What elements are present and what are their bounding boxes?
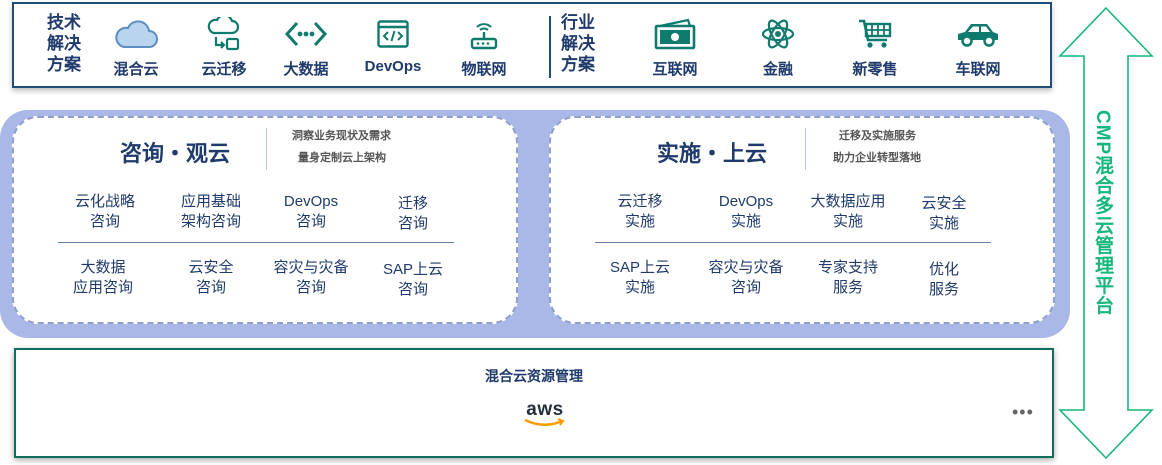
tech-item-label: 大数据 [283, 61, 329, 78]
industry-item-label: 互联网 [652, 61, 698, 78]
industry-item-iov[interactable]: 车联网 [938, 14, 1018, 79]
consult-cell[interactable]: 迁移 咨询 [397, 195, 428, 232]
row-divider [58, 242, 454, 243]
implement-cell[interactable]: DevOps 实施 [718, 193, 774, 230]
implement-cell[interactable]: 专家支持 服务 [817, 259, 878, 296]
row-divider [595, 242, 991, 243]
resource-management-bar: 混合云资源管理 aws ••• [14, 348, 1054, 458]
router-icon [470, 23, 498, 50]
section-divider [549, 16, 551, 78]
consult-cell[interactable]: 容灾与灾备 咨询 [273, 259, 349, 296]
shopping-cart-icon [859, 19, 892, 48]
consult-cell[interactable]: 大数据 应用咨询 [72, 259, 133, 296]
title-divider [805, 128, 806, 170]
implement-cell[interactable]: 大数据应用 实施 [810, 193, 886, 230]
car-icon [958, 24, 998, 47]
consult-cell[interactable]: DevOps 咨询 [283, 193, 339, 230]
resource-management-title: 混合云资源管理 [485, 368, 583, 384]
tech-item-iot[interactable]: 物联网 [444, 14, 524, 79]
banknote-icon [654, 18, 696, 50]
big-data-icon [284, 21, 328, 47]
aws-smile-icon [524, 418, 565, 426]
tech-item-cloud-migration[interactable]: 云迁移 [184, 14, 264, 79]
industry-item-finance[interactable]: 金融 [738, 14, 818, 79]
tech-solutions-label: 技术 解决 方案 [47, 13, 81, 74]
aws-logo[interactable]: aws [520, 400, 570, 430]
consult-cell[interactable]: SAP上云 咨询 [382, 261, 443, 298]
consult-cell[interactable]: 应用基础 架构咨询 [180, 193, 241, 230]
implement-cell[interactable]: 优化 服务 [928, 261, 959, 298]
cmp-platform-label: CMP混合多云管理平台 [1092, 110, 1113, 316]
cloud-migration-icon [207, 17, 240, 51]
industry-item-label: 车联网 [955, 61, 1001, 78]
tech-item-devops[interactable]: DevOps [353, 14, 433, 75]
consult-cell[interactable]: 云化战略 咨询 [74, 193, 135, 230]
tech-item-label: 物联网 [461, 61, 507, 78]
industry-item-new-retail[interactable]: 新零售 [835, 14, 915, 79]
implement-panel: 实施・上云 迁移及实施服务 助力企业转型落地 云迁移 实施 DevOps 实施 … [549, 116, 1055, 324]
consult-panel: 咨询・观云 洞察业务现状及需求 量身定制云上架构 云化战略 咨询 应用基础 架构… [12, 116, 518, 324]
atom-icon [761, 19, 795, 49]
tech-item-big-data[interactable]: 大数据 [266, 14, 346, 79]
industry-item-label: 新零售 [852, 61, 898, 78]
solutions-bar: 技术 解决 方案 混合云 云迁移 [12, 2, 1052, 88]
implement-cell[interactable]: 容灾与灾备 咨询 [708, 259, 784, 296]
tech-item-label: DevOps [364, 58, 422, 75]
industry-item-label: 金融 [762, 61, 793, 78]
implement-cell[interactable]: 云迁移 实施 [617, 193, 663, 230]
more-icon[interactable]: ••• [1012, 402, 1034, 422]
consult-title: 咨询・观云 [120, 141, 231, 166]
implement-title: 实施・上云 [657, 141, 768, 166]
tech-item-hybrid-cloud[interactable]: 混合云 [96, 14, 176, 79]
aws-logo-text: aws [526, 399, 564, 420]
implement-cell[interactable]: SAP上云 实施 [609, 259, 670, 296]
industry-item-internet[interactable]: 互联网 [635, 14, 715, 79]
title-divider [266, 128, 267, 170]
cloud-icon [115, 20, 158, 48]
bidirectional-arrow-icon [1058, 6, 1154, 460]
implement-cell[interactable]: 云安全 实施 [921, 195, 967, 232]
tech-item-label: 混合云 [113, 61, 159, 78]
implement-subtitle-1: 迁移及实施服务 [839, 130, 916, 142]
consult-subtitle-2: 量身定制云上架构 [298, 152, 386, 164]
implement-subtitle-2: 助力企业转型落地 [833, 152, 921, 164]
consult-cell[interactable]: 云安全 咨询 [188, 259, 234, 296]
code-window-icon [377, 20, 409, 48]
industry-solutions-label: 行业 解决 方案 [561, 13, 595, 74]
tech-item-label: 云迁移 [201, 61, 247, 78]
consult-subtitle-1: 洞察业务现状及需求 [292, 130, 391, 142]
